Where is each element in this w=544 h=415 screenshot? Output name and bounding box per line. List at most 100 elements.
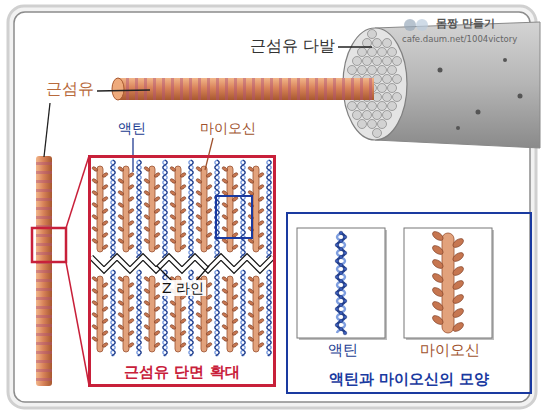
myosin-head xyxy=(154,342,161,348)
myosin-head xyxy=(154,172,161,178)
myosin-head xyxy=(91,336,98,342)
myosin-head xyxy=(154,318,161,324)
myosin-head xyxy=(195,300,202,306)
myosin-head xyxy=(128,208,135,214)
sarcomere-band xyxy=(342,78,345,100)
bundle-fiber xyxy=(383,93,392,102)
part-label: 근섬유 xyxy=(46,80,94,98)
bundle-spot xyxy=(438,68,443,73)
myosin-head xyxy=(195,238,202,244)
myosin-head xyxy=(117,226,124,232)
sarcomere-band xyxy=(369,78,372,100)
myosin-head xyxy=(154,306,161,312)
actin-bead xyxy=(339,231,343,235)
sarcomere-band xyxy=(288,78,291,100)
actin-bead xyxy=(343,235,347,239)
myosin-head xyxy=(143,178,150,184)
actin-bead xyxy=(339,287,343,291)
actin-bead xyxy=(335,275,339,279)
sarcomere-band xyxy=(36,189,52,192)
myosin-rod xyxy=(227,166,233,252)
myosin-head xyxy=(91,300,98,306)
myosin-head xyxy=(169,202,176,208)
myosin-head xyxy=(169,300,176,306)
actin-panel-node: 액틴 xyxy=(297,226,389,362)
sarcomere-band xyxy=(243,78,246,100)
myosin-head xyxy=(195,226,202,232)
sarcomere-band xyxy=(36,216,52,219)
myosin-head xyxy=(431,286,445,298)
myosin-head xyxy=(431,244,445,256)
sarcomere-band xyxy=(36,207,52,210)
bundle-fiber xyxy=(378,66,387,75)
bundle-fiber xyxy=(388,102,397,111)
myosin-head xyxy=(258,208,265,214)
myosin-head xyxy=(91,226,98,232)
myosin-head xyxy=(117,238,124,244)
sarcomere-band xyxy=(126,78,129,100)
sarcomere-band xyxy=(252,78,255,100)
myosin-head xyxy=(91,312,98,318)
myosin-head xyxy=(258,244,265,250)
bundle-fiber xyxy=(393,75,402,84)
myosin-head xyxy=(431,272,445,284)
myosin-head xyxy=(232,318,239,324)
z-line xyxy=(91,257,273,270)
sarcomere-band xyxy=(189,78,192,100)
myosin-head xyxy=(258,220,265,226)
bundle-fiber xyxy=(358,102,367,111)
myosin-head xyxy=(206,208,213,214)
watermark-url: cafe.daum.net/1004victory xyxy=(402,35,517,45)
myosin-head xyxy=(451,251,465,263)
myosin-head xyxy=(451,237,465,249)
myosin-head xyxy=(169,336,176,342)
zoom-marker xyxy=(32,228,66,262)
actin-bead xyxy=(339,303,343,307)
myosin-head xyxy=(154,220,161,226)
leader-line xyxy=(196,266,209,281)
sarcomere-band xyxy=(306,78,309,100)
bundle-fiber xyxy=(363,111,372,120)
panel-label: 액틴 xyxy=(297,342,389,359)
myosin-head xyxy=(102,342,109,348)
bundle-fiber xyxy=(373,57,382,66)
sarcomere-band xyxy=(225,78,228,100)
sarcomere-band xyxy=(36,162,52,165)
bundle-spot xyxy=(503,58,507,62)
actin-strand xyxy=(241,160,245,258)
myosin-panel-node: 마이오신 xyxy=(404,226,496,362)
sarcomere-band xyxy=(36,279,52,282)
myosin-head xyxy=(431,300,445,312)
actin-strand xyxy=(267,270,271,356)
actin-bead xyxy=(339,255,343,259)
myosin-head xyxy=(195,312,202,318)
myosin-head xyxy=(102,244,109,250)
zoom-line xyxy=(66,156,89,228)
bundle-fiber xyxy=(348,102,357,111)
bundle-fiber xyxy=(368,48,377,57)
myosin-head xyxy=(221,214,228,220)
myosin-head xyxy=(247,214,254,220)
myosin-panel xyxy=(404,228,492,338)
myosin-head xyxy=(180,306,187,312)
myosin-head xyxy=(154,196,161,202)
myosin-head xyxy=(247,324,254,330)
myosin-head xyxy=(154,208,161,214)
sarcomere-band xyxy=(162,78,165,100)
bundle-fiber xyxy=(373,111,382,120)
sarcomere-band xyxy=(36,324,52,327)
myosin-head xyxy=(143,214,150,220)
actin-bead xyxy=(335,259,339,263)
bundle-fiber xyxy=(358,120,367,129)
myosin-head xyxy=(221,178,228,184)
myosin-head xyxy=(169,312,176,318)
actin-strand xyxy=(163,160,167,258)
filament-array xyxy=(91,160,273,356)
myosin-head xyxy=(232,172,239,178)
myosin-head xyxy=(102,306,109,312)
myosin-head xyxy=(117,178,124,184)
myosin-head xyxy=(195,214,202,220)
myosin-head xyxy=(247,202,254,208)
